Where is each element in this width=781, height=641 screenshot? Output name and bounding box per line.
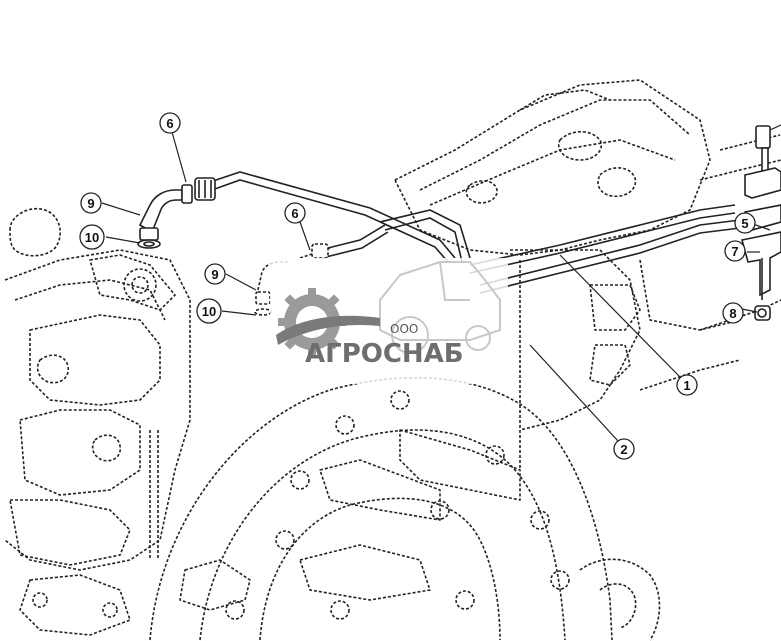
callout-8: 8 <box>722 302 744 324</box>
harvester-logo <box>379 261 501 354</box>
callout-6-lower: 6 <box>284 202 306 224</box>
clamp-bracket <box>741 125 781 321</box>
watermark-prefix: ООО <box>390 322 418 336</box>
callout-8-label: 8 <box>729 306 736 321</box>
callout-10-lower: 10 <box>196 298 222 324</box>
callout-10-upper-label: 10 <box>85 230 99 245</box>
callout-1-label: 1 <box>683 378 690 393</box>
callouts: 1 2 5 6 6 7 8 9 <box>79 112 756 460</box>
callout-7: 7 <box>724 240 746 262</box>
gear-icon <box>276 288 380 356</box>
callout-9-upper: 9 <box>80 192 102 214</box>
callout-2: 2 <box>613 438 635 460</box>
callout-5: 5 <box>734 212 756 234</box>
callout-9-upper-label: 9 <box>87 196 94 211</box>
elbow-fitting-upper <box>137 177 216 249</box>
watermark: ООО АГРОСНАБ <box>270 258 508 384</box>
callout-6-upper: 6 <box>159 112 181 134</box>
callout-1: 1 <box>676 374 698 396</box>
callout-9-lower: 9 <box>204 263 226 285</box>
callout-6-upper-label: 6 <box>166 116 173 131</box>
callout-9-lower-label: 9 <box>211 267 218 282</box>
callout-7-label: 7 <box>731 244 738 259</box>
watermark-brand: АГРОСНАБ <box>305 339 464 369</box>
callout-10-upper: 10 <box>79 224 105 250</box>
callout-2-label: 2 <box>620 442 627 457</box>
callout-10-lower-label: 10 <box>202 304 216 319</box>
callout-5-label: 5 <box>741 216 748 231</box>
callout-6-lower-label: 6 <box>291 206 298 221</box>
hydraulic-pipes <box>209 171 741 294</box>
leader-lines <box>101 124 781 442</box>
